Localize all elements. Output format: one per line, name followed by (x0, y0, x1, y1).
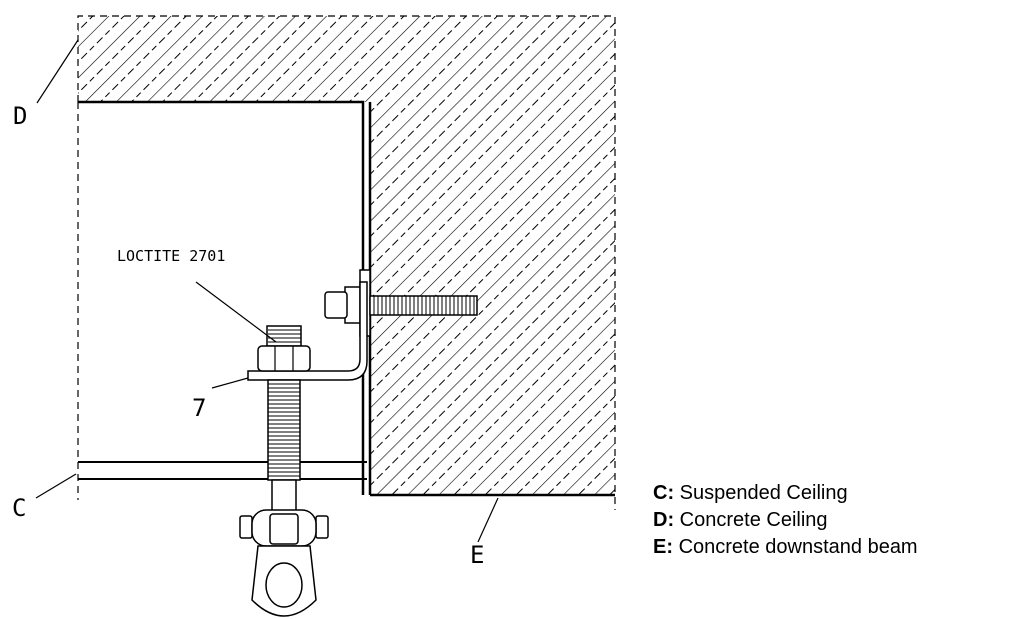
label-loctite: LOCTITE 2701 (117, 247, 225, 265)
legend-key: E: (653, 536, 673, 558)
legend-text: Concrete downstand beam (678, 536, 918, 558)
concrete-ceiling-region (77, 15, 616, 510)
legend: C: Suspended Ceiling D: Concrete Ceiling… (653, 480, 918, 561)
legend-key: D: (653, 509, 675, 531)
legend-key: C: (653, 482, 675, 504)
lifting-eye (239, 479, 329, 617)
legend-item-e: E: Concrete downstand beam (653, 534, 918, 561)
angle-bracket (247, 281, 368, 381)
threaded-rod (257, 325, 311, 481)
leader-lines (35, 39, 499, 543)
legend-text: Suspended Ceiling (679, 482, 848, 504)
label-c: C (12, 494, 26, 522)
legend-text: Concrete Ceiling (679, 509, 828, 531)
suspended-ceiling (78, 461, 367, 480)
label-e: E (470, 541, 484, 569)
legend-item-d: D: Concrete Ceiling (653, 507, 918, 534)
label-d: D (13, 102, 27, 130)
legend-item-c: C: Suspended Ceiling (653, 480, 918, 507)
label-part-7: 7 (192, 394, 206, 422)
